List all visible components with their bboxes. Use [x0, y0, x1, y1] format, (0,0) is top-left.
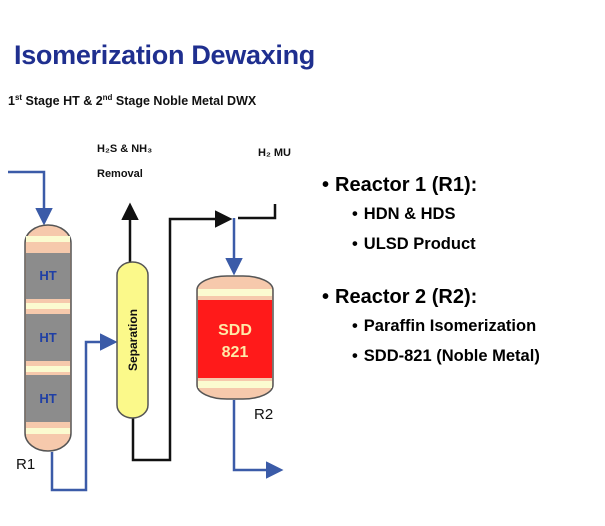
r2-bed-label: 821 [222, 344, 249, 361]
h2-makeup-label: H₂ MU [258, 147, 291, 159]
separator-vessel: Separation [116, 261, 149, 419]
r1-band [26, 303, 70, 309]
reactor-r2: SDD 821 [196, 275, 274, 400]
bullet-item-text: SDD-821 (Noble Metal) [363, 347, 540, 365]
subtitle-superscript: st [14, 93, 23, 102]
separator-bottoms-line [131, 210, 233, 462]
bullet-item: •HDN & HDS [352, 205, 456, 223]
r2-product-line [232, 400, 284, 479]
page-title: Isomerization Dewaxing [14, 40, 315, 70]
removal-label: Removal [97, 168, 143, 180]
subtitle-superscript: nd [102, 93, 113, 102]
r1-bed-label: HT [39, 391, 56, 406]
bullet-heading-text: Reactor 1 (R1): [335, 174, 478, 196]
feed-inlet-line [8, 170, 53, 226]
r1-effluent-line [50, 333, 118, 492]
separator-shell [116, 261, 149, 419]
r1-band [26, 428, 70, 434]
r2-catalyst-bed [198, 300, 272, 378]
r1-band [26, 236, 70, 242]
bullet-item: •SDD-821 (Noble Metal) [352, 347, 540, 365]
subtitle-part: 1 [8, 94, 15, 109]
bullet-heading: •Reactor 1 (R1): [322, 174, 478, 196]
r1-catalyst-bed [26, 253, 70, 299]
bullet-item: •ULSD Product [352, 235, 476, 253]
r2-band [198, 381, 272, 388]
r1-catalyst-bed [26, 314, 70, 361]
subtitle-part: Stage Noble Metal DWX [112, 94, 257, 109]
r1-bed-label: HT [39, 330, 56, 345]
separator-label: Separation [126, 309, 140, 371]
r2-band [198, 289, 272, 296]
subtitle-part: Stage HT & 2 [22, 94, 103, 109]
r2-label: R2 [254, 406, 273, 423]
r1-label: R1 [16, 456, 35, 473]
r1-bed-label: HT [39, 268, 56, 283]
bullet-item-text: HDN & HDS [363, 205, 456, 223]
reactor-r1: HT HT HT [24, 224, 72, 452]
bullet-item: •Paraffin Isomerization [352, 317, 537, 335]
page-subtitle: 1st Stage HT & 2nd Stage Noble Metal DWX [8, 93, 256, 108]
bullet-item-text: ULSD Product [363, 235, 476, 253]
bullet-heading: •Reactor 2 (R2): [322, 286, 478, 308]
bullet-group-r2: •Reactor 2 (R2): •Paraffin Isomerization… [322, 286, 597, 366]
h2-makeup-line [238, 204, 277, 220]
r2-bed-label: SDD [218, 322, 252, 339]
bullet-group-r1: •Reactor 1 (R1): •HDN & HDS •ULSD Produc… [322, 174, 597, 254]
r1-catalyst-bed [26, 375, 70, 422]
bullet-item-text: Paraffin Isomerization [363, 317, 537, 335]
r1-band [26, 366, 70, 372]
removal-label: H₂S & NH₃ [97, 143, 152, 155]
bullet-list: •Reactor 1 (R1): •HDN & HDS •ULSD Produc… [322, 174, 597, 384]
bullet-heading-text: Reactor 2 (R2): [335, 286, 478, 308]
